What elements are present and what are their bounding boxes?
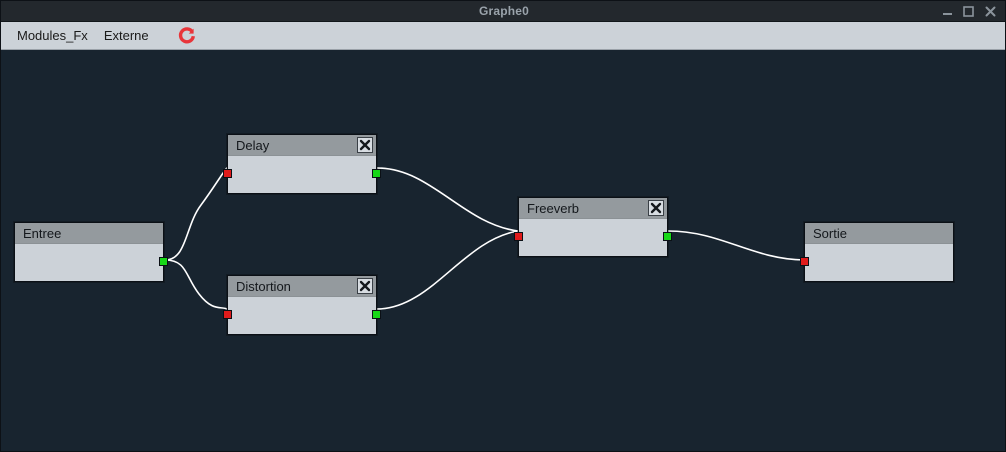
node-sortie[interactable]: Sortie — [800, 222, 954, 282]
node-entree-label: Entree — [23, 225, 62, 241]
node-delay-input-port[interactable] — [223, 169, 232, 178]
maximize-button[interactable] — [961, 4, 976, 19]
window-title: Graphe0 — [478, 4, 530, 18]
node-distortion-header[interactable]: Distortion — [228, 276, 376, 297]
node-delay-output-port[interactable] — [372, 169, 381, 178]
minimize-icon — [943, 13, 952, 15]
node-entree-output-port[interactable] — [159, 257, 168, 266]
node-entree-body — [15, 244, 168, 281]
close-icon — [359, 280, 371, 292]
close-icon — [985, 6, 996, 17]
node-delay-label: Delay — [236, 137, 270, 153]
wire-entree-delay — [164, 167, 228, 261]
node-distortion-label: Distortion — [236, 278, 291, 294]
node-freeverb-body — [514, 219, 672, 256]
graph-canvas[interactable]: Entree Delay Dis — [1, 50, 1005, 451]
close-icon — [650, 202, 662, 214]
menu-item-modules-fx[interactable]: Modules_Fx — [17, 28, 88, 43]
node-distortion-body — [223, 297, 381, 334]
node-delay-header[interactable]: Delay — [228, 135, 376, 156]
wire-delay-freeverb — [376, 167, 519, 232]
node-sortie-label: Sortie — [813, 225, 847, 241]
node-freeverb-output-port[interactable] — [663, 232, 672, 241]
node-delay[interactable]: Delay — [223, 134, 381, 194]
node-distortion-output-port[interactable] — [372, 310, 381, 319]
close-icon — [359, 139, 371, 151]
wire-freeverb-sortie — [667, 230, 805, 261]
node-entree-header[interactable]: Entree — [15, 223, 163, 244]
node-delay-body — [223, 156, 381, 193]
maximize-icon — [963, 6, 974, 17]
minimize-button[interactable] — [940, 4, 955, 19]
node-freeverb-header[interactable]: Freeverb — [519, 198, 667, 219]
node-distortion-input-port[interactable] — [223, 310, 232, 319]
node-freeverb[interactable]: Freeverb — [514, 197, 672, 257]
node-freeverb-close-button[interactable] — [648, 200, 664, 216]
node-freeverb-label: Freeverb — [527, 200, 580, 216]
node-distortion-close-button[interactable] — [357, 278, 373, 294]
title-bar: Graphe0 — [1, 1, 1005, 22]
refresh-icon — [178, 26, 195, 43]
node-distortion[interactable]: Distortion — [223, 275, 381, 335]
node-freeverb-input-port[interactable] — [514, 232, 523, 241]
node-sortie-body — [800, 244, 953, 281]
node-entree[interactable]: Entree — [14, 222, 168, 282]
node-sortie-header[interactable]: Sortie — [805, 223, 953, 244]
node-sortie-input-port[interactable] — [800, 257, 809, 266]
menu-bar: Modules_Fx Externe — [1, 22, 1005, 50]
close-button[interactable] — [983, 4, 998, 19]
refresh-button[interactable] — [176, 25, 198, 47]
wire-distortion-freeverb — [376, 230, 519, 310]
wire-entree-distortion — [164, 259, 228, 310]
menu-item-externe[interactable]: Externe — [103, 28, 149, 43]
node-delay-close-button[interactable] — [357, 137, 373, 153]
